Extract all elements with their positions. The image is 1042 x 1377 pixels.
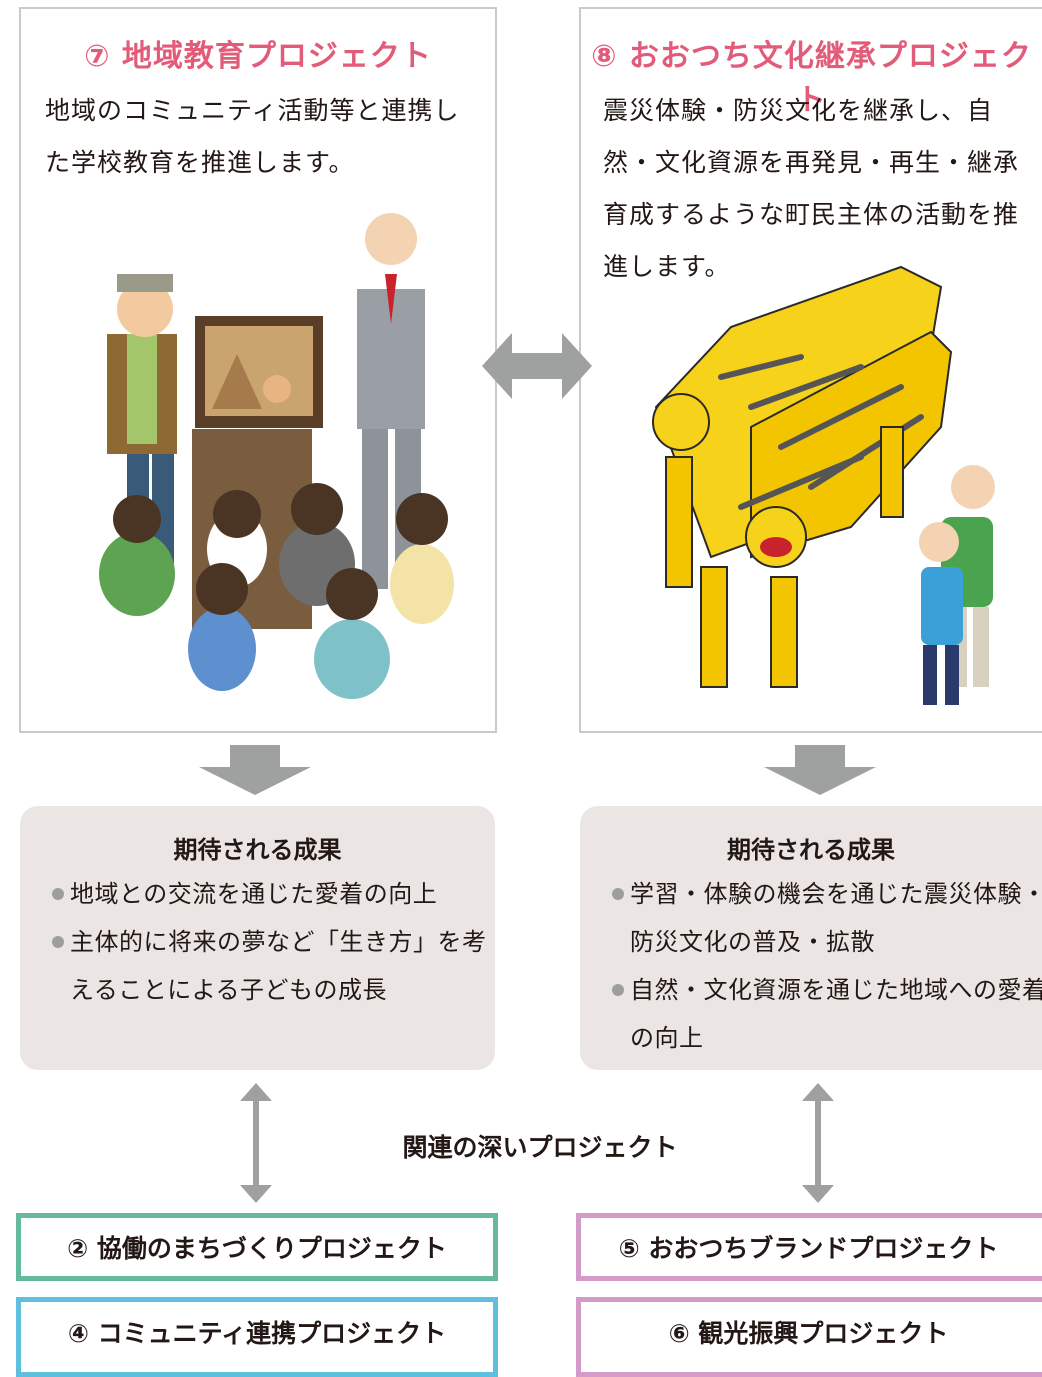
related-project-brand: ⑤ おおつちブランドプロジェクト xyxy=(576,1213,1042,1281)
related-projects-title: 関連の深いプロジェクト xyxy=(402,1133,678,1162)
expected-results-box: 期待される成果 地域との交流を通じた愛着の向上 主体的に将来の夢など「生き方」を… xyxy=(20,806,495,1070)
result-item: 主体的に将来の夢など「生き方」を考えることによる子どもの成長 xyxy=(50,918,490,1014)
classroom-illustration xyxy=(99,213,454,699)
related-project-collaboration: ② 協働のまちづくりプロジェクト xyxy=(16,1213,498,1281)
expected-results-box: 期待される成果 学習・体験の機会を通じた震災体験・防災文化の普及・拡散 自然・文… xyxy=(580,806,1042,1070)
double-arrow-icon xyxy=(482,333,592,399)
results-title: 期待される成果 xyxy=(727,836,895,864)
results-list: 地域との交流を通じた愛着の向上 主体的に将来の夢など「生き方」を考えることによる… xyxy=(50,870,490,1014)
result-item: 自然・文化資源を通じた地域への愛着の向上 xyxy=(610,966,1042,1062)
down-arrow-icon xyxy=(764,745,876,795)
results-title: 期待される成果 xyxy=(173,836,342,864)
result-item: 学習・体験の機会を通じた震災体験・防災文化の普及・拡散 xyxy=(610,870,1042,966)
results-list: 学習・体験の機会を通じた震災体験・防災文化の普及・拡散 自然・文化資源を通じた地… xyxy=(610,870,1042,1062)
project-panel-culture-heritage: ⑧ おおつち文化継承プロジェクト 震災体験・防災文化を継承し、自然・文化資源を再… xyxy=(579,7,1042,733)
project-panel-regional-education: ⑦ 地域教育プロジェクト 地域のコミュニティ活動等と連携した学校教育を推進します… xyxy=(19,7,497,733)
related-project-tourism: ⑥ 観光振興プロジェクト xyxy=(576,1297,1042,1377)
down-arrow-icon xyxy=(199,745,311,795)
vertical-double-arrow-icon xyxy=(802,1083,834,1203)
result-item: 地域との交流を通じた愛着の向上 xyxy=(50,870,490,918)
tiger-dance-illustration xyxy=(652,265,995,705)
vertical-double-arrow-icon xyxy=(240,1083,272,1203)
project-description: 震災体験・防災文化を継承し、自然・文化資源を再発見・再生・継承育成するような町民… xyxy=(603,96,1020,281)
related-project-community: ④ コミュニティ連携プロジェクト xyxy=(16,1297,498,1377)
project-title: ⑧ おおつち文化継承プロジェクト xyxy=(591,39,1032,118)
project-description: 地域のコミュニティ活動等と連携した学校教育を推進します。 xyxy=(45,96,460,177)
project-title: ⑦ 地域教育プロジェクト xyxy=(84,39,432,74)
